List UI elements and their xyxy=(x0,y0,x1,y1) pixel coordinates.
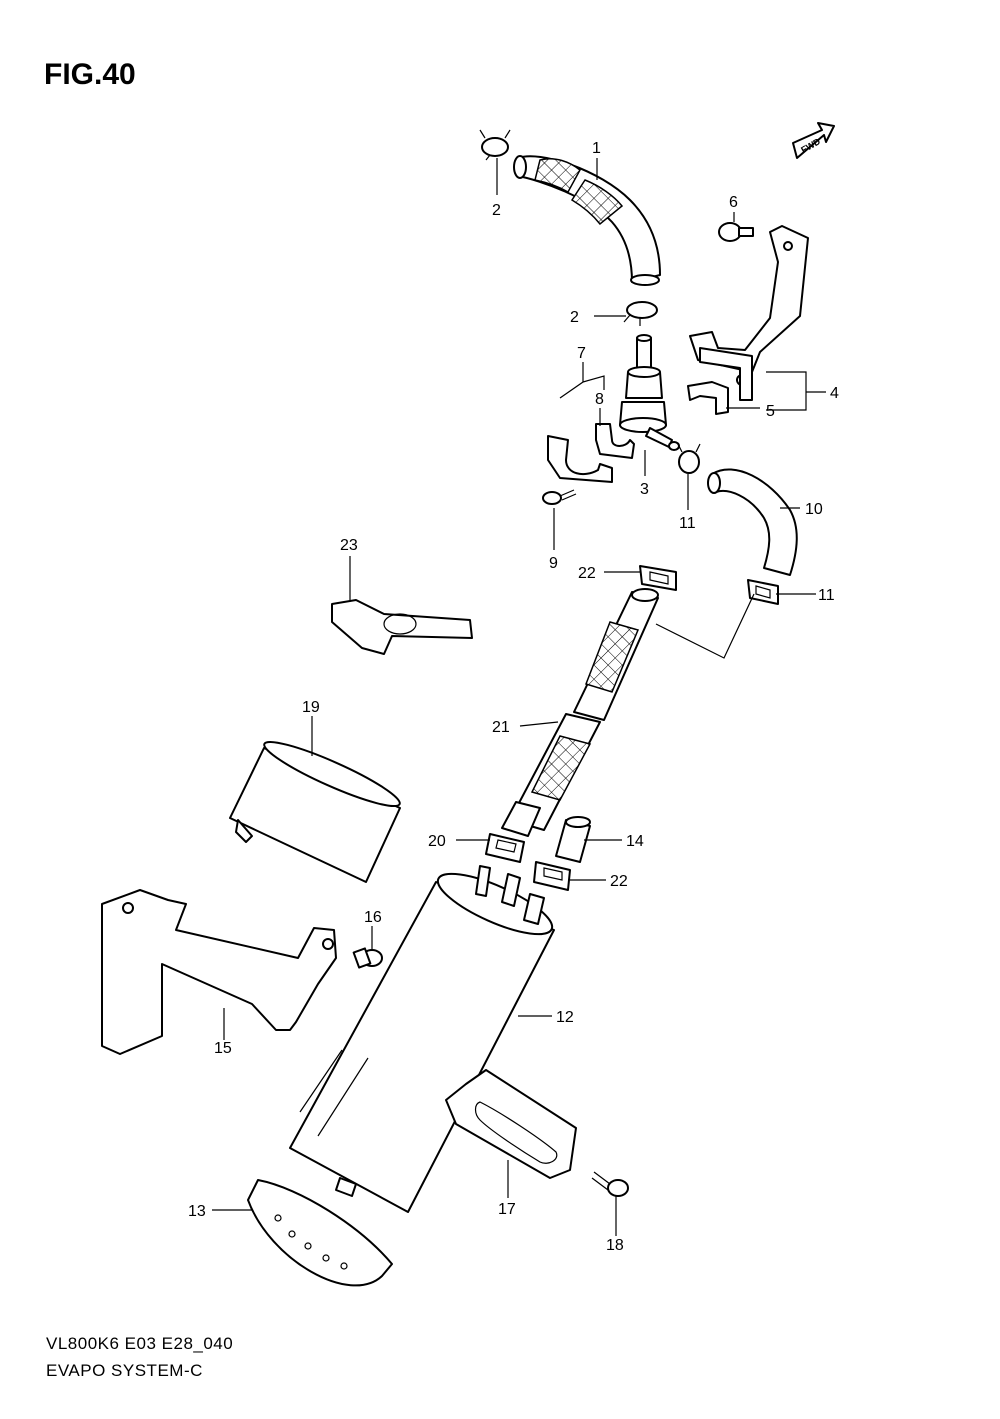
callout-1: 1 xyxy=(592,140,601,157)
callout-11-upper: 11 xyxy=(679,515,696,532)
callout-7: 7 xyxy=(577,345,586,362)
callout-9: 9 xyxy=(549,555,558,572)
callout-12: 12 xyxy=(556,1009,574,1026)
part-10-hose xyxy=(707,468,798,576)
callout-15: 15 xyxy=(214,1040,232,1057)
fwd-arrow-icon: FWD xyxy=(792,122,835,159)
diagram-code: VL800K6 E03 E28_040 xyxy=(46,1334,234,1353)
part-1-hose xyxy=(513,155,661,286)
part-11-clip-lower xyxy=(747,579,779,605)
part-18-screw xyxy=(591,1171,629,1197)
callout-18: 18 xyxy=(606,1237,624,1254)
part-14-cap xyxy=(555,816,591,863)
part-7-bracket xyxy=(547,435,613,483)
callout-13: 13 xyxy=(188,1203,206,1220)
part-17-holder xyxy=(445,1069,577,1179)
callout-17: 17 xyxy=(498,1201,516,1218)
part-23-holder xyxy=(331,599,473,655)
callout-23: 23 xyxy=(340,537,358,554)
part-22-clip-upper xyxy=(639,565,677,591)
part-12-canister xyxy=(289,865,555,1213)
callout-14: 14 xyxy=(626,833,644,850)
callout-11-lower: 11 xyxy=(818,587,835,604)
part-21-hose xyxy=(501,588,755,837)
part-3-valve xyxy=(619,334,680,451)
callout-4: 4 xyxy=(830,385,839,402)
part-8-clamp xyxy=(595,423,635,459)
callout-21: 21 xyxy=(492,719,510,736)
part-13-cover xyxy=(247,1179,393,1287)
callout-5: 5 xyxy=(766,403,775,420)
part-6-bolt xyxy=(718,222,754,242)
callout-16: 16 xyxy=(364,909,382,926)
part-9-screw xyxy=(542,489,577,505)
callout-20: 20 xyxy=(428,833,446,850)
callout-3: 3 xyxy=(640,481,649,498)
callout-labels: 1 2 2 3 4 5 6 7 8 9 10 11 11 12 13 14 15… xyxy=(188,140,839,1254)
callout-10: 10 xyxy=(805,501,823,518)
leader-lines xyxy=(212,158,826,1236)
diagram-name: EVAPO SYSTEM-C xyxy=(46,1361,203,1380)
part-15-bracket xyxy=(101,889,337,1055)
part-22-clip-lower xyxy=(533,861,571,891)
part-19-damper xyxy=(229,740,401,883)
callout-2-lower: 2 xyxy=(570,309,579,326)
callout-22-upper: 22 xyxy=(578,565,596,582)
callout-2-upper: 2 xyxy=(492,202,501,219)
part-4-bracket xyxy=(689,225,809,401)
part-20-clip xyxy=(485,833,525,863)
part-11-clamp-upper xyxy=(677,443,701,474)
part-5-clip xyxy=(687,381,729,415)
part-2-clamp-upper xyxy=(479,129,511,161)
callout-22-lower: 22 xyxy=(610,873,628,890)
callout-8: 8 xyxy=(595,391,604,408)
part-16-bolt xyxy=(352,947,383,969)
callout-6: 6 xyxy=(729,194,738,211)
part-2-clamp-lower xyxy=(623,301,658,326)
figure-title: FIG.40 xyxy=(44,58,136,91)
callout-19: 19 xyxy=(302,699,320,716)
